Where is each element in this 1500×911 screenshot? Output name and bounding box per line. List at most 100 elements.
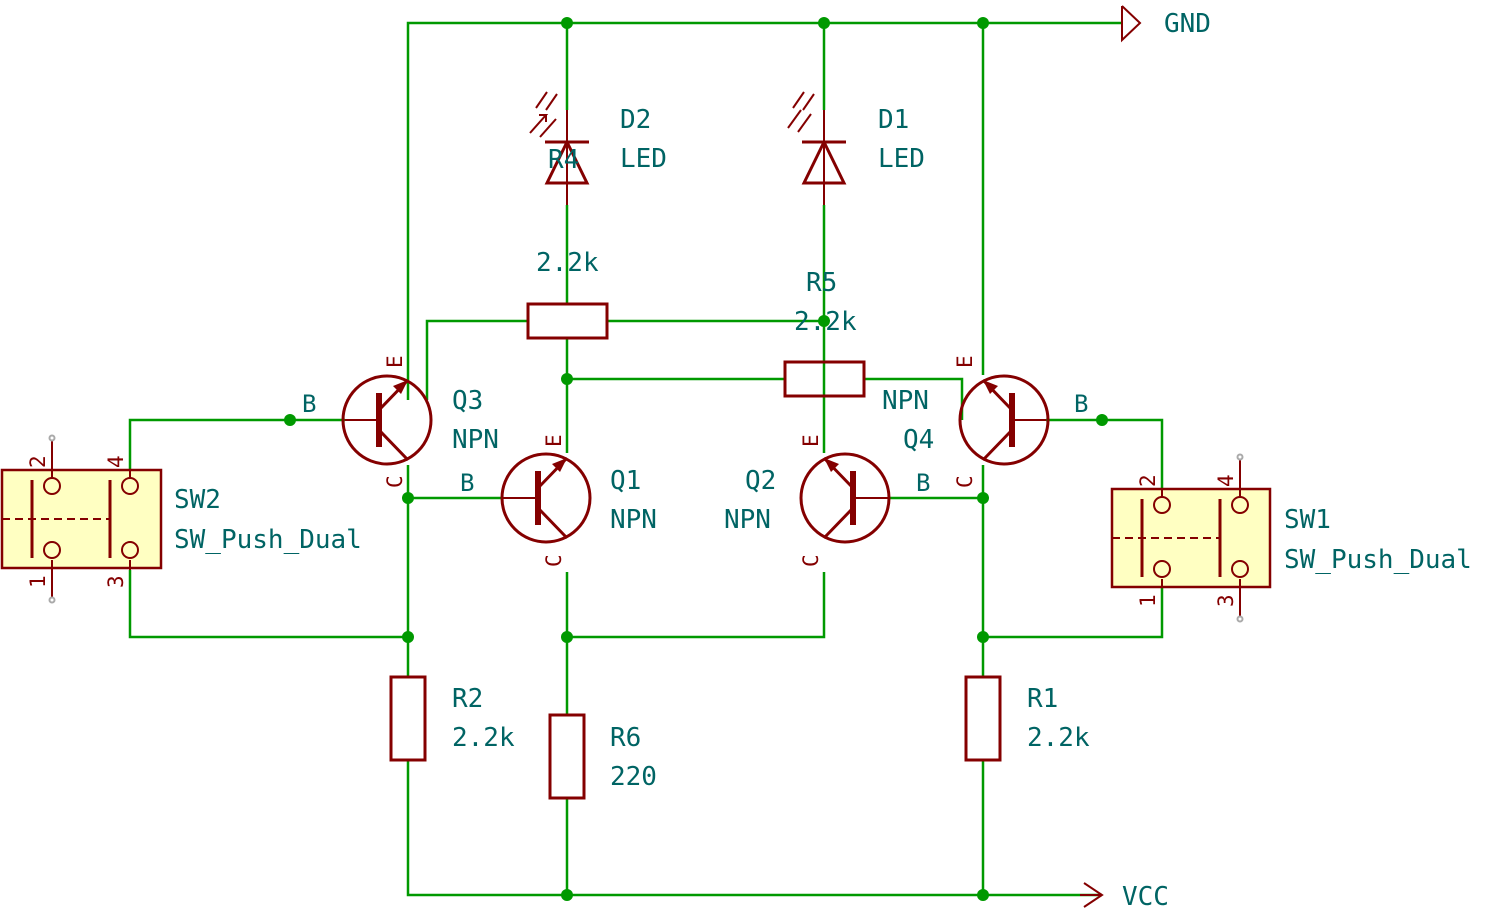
junction	[977, 17, 989, 29]
junction	[561, 17, 573, 29]
r1-ref: R1	[1027, 684, 1058, 714]
q4-value: NPN	[882, 386, 929, 416]
junction	[818, 17, 830, 29]
sw1-pin-3: 3	[1214, 594, 1238, 607]
switch-contact-icon	[1153, 496, 1171, 514]
switch-sw2: 2 4 1 3 SW2 SW_Push_Dual	[0, 434, 362, 604]
d2-value: LED	[620, 144, 667, 174]
r5-ref: R5	[806, 268, 837, 298]
transistor-body	[500, 452, 592, 544]
resistor-r4: R4 2.2k	[526, 145, 609, 340]
q1-c-pin: C	[542, 554, 566, 567]
switch-contact-icon	[1231, 496, 1249, 514]
junctions	[284, 17, 1108, 901]
q2-ref: Q2	[745, 466, 776, 496]
led-emission-icon	[787, 91, 815, 133]
sw2-value: SW_Push_Dual	[174, 525, 362, 555]
emitter-arrow-icon	[552, 458, 567, 472]
switch-sw1: 2 4 1 3 SW1 SW_Push_Dual	[1110, 453, 1472, 623]
switch-contact-icon	[1231, 560, 1249, 578]
junction	[561, 631, 573, 643]
resistor-body	[389, 675, 427, 762]
transistor-collector-lead	[377, 428, 410, 462]
q3-c-pin: C	[383, 475, 407, 488]
switch-contact-icon	[43, 477, 61, 495]
junction	[977, 492, 989, 504]
q3-e-pin: E	[383, 355, 407, 368]
r2-ref: R2	[452, 684, 483, 714]
transistor-q3: E C B Q3 NPN	[302, 355, 499, 488]
transistor-q2: E C B Q2 NPN	[724, 434, 930, 567]
sw2-ref: SW2	[174, 485, 221, 515]
q4-c-pin: C	[953, 475, 977, 488]
sw2-pin-4: 4	[104, 455, 128, 468]
emitter-arrow-icon	[824, 458, 839, 472]
resistor-body	[526, 302, 609, 340]
r6-ref: R6	[610, 723, 641, 753]
sw2-pin-2: 2	[26, 455, 50, 468]
emitter-arrow-icon	[983, 380, 998, 394]
q3-b-pin: B	[302, 390, 316, 418]
r5-value: 2.2k	[794, 307, 857, 337]
sw2-pin-3: 3	[104, 575, 128, 588]
transistor-collector-lead	[822, 506, 855, 540]
junction	[284, 414, 296, 426]
resistor-r2: R2 2.2k	[389, 675, 515, 762]
resistor-r5: R5 2.2k	[783, 268, 866, 398]
transistor-collector-lead	[981, 428, 1014, 462]
wire-gnd-rail	[406, 21, 1122, 400]
q4-e-pin: E	[953, 355, 977, 368]
gnd-label: GND	[1164, 9, 1211, 39]
wire-sw1-pin2	[1102, 418, 1164, 490]
pin-end-icon	[48, 434, 56, 442]
sw1-value: SW_Push_Dual	[1284, 545, 1472, 575]
wire-sw1-pin1	[983, 587, 1164, 639]
junction	[977, 889, 989, 901]
q2-e-pin: E	[799, 434, 823, 447]
sw2-pin-1: 1	[26, 575, 50, 588]
vcc-symbol: VCC	[1080, 882, 1169, 911]
sw1-pin-1: 1	[1136, 594, 1160, 607]
wire-q2-collector	[567, 572, 826, 639]
junction	[977, 631, 989, 643]
resistor-r6: R6 220	[548, 713, 657, 800]
resistor-body	[783, 360, 866, 398]
switch-contact-icon	[1153, 560, 1171, 578]
wire-r4-left	[425, 319, 528, 400]
resistor-body	[548, 713, 586, 800]
resistor-body	[964, 675, 1002, 762]
q3-ref: Q3	[452, 386, 483, 416]
q4-b-pin: B	[1074, 390, 1088, 418]
led-diode-icon	[544, 138, 590, 185]
r1-value: 2.2k	[1027, 723, 1090, 753]
led-diode-icon	[801, 138, 847, 185]
vcc-arrow-icon	[1083, 882, 1104, 908]
led-d1: D1 LED	[787, 91, 925, 205]
pin-end-icon	[1236, 453, 1244, 461]
pin-end-icon	[1236, 615, 1244, 623]
vcc-label: VCC	[1122, 882, 1169, 911]
junction	[402, 492, 414, 504]
q1-ref: Q1	[610, 466, 641, 496]
d1-ref: D1	[878, 105, 909, 135]
switch-contact-icon	[121, 477, 139, 495]
switch-contact-icon	[43, 541, 61, 559]
sw1-pin-2: 2	[1136, 474, 1160, 487]
junction	[561, 373, 573, 385]
resistor-r1: R1 2.2k	[964, 675, 1090, 762]
q2-value: NPN	[724, 505, 771, 535]
gnd-symbol: GND	[1121, 5, 1211, 43]
transistor-body	[799, 452, 891, 544]
junction	[1096, 414, 1108, 426]
transistor-body	[341, 374, 433, 466]
d1-value: LED	[878, 144, 925, 174]
sw1-ref: SW1	[1284, 505, 1331, 535]
q1-value: NPN	[610, 505, 657, 535]
wire-sw2-pin3	[128, 570, 408, 639]
q2-b-pin: B	[916, 469, 930, 497]
wire-sw2-pin4	[128, 418, 290, 470]
q3-value: NPN	[452, 425, 499, 455]
junction	[561, 889, 573, 901]
wire-vcc-rail	[406, 760, 1102, 897]
